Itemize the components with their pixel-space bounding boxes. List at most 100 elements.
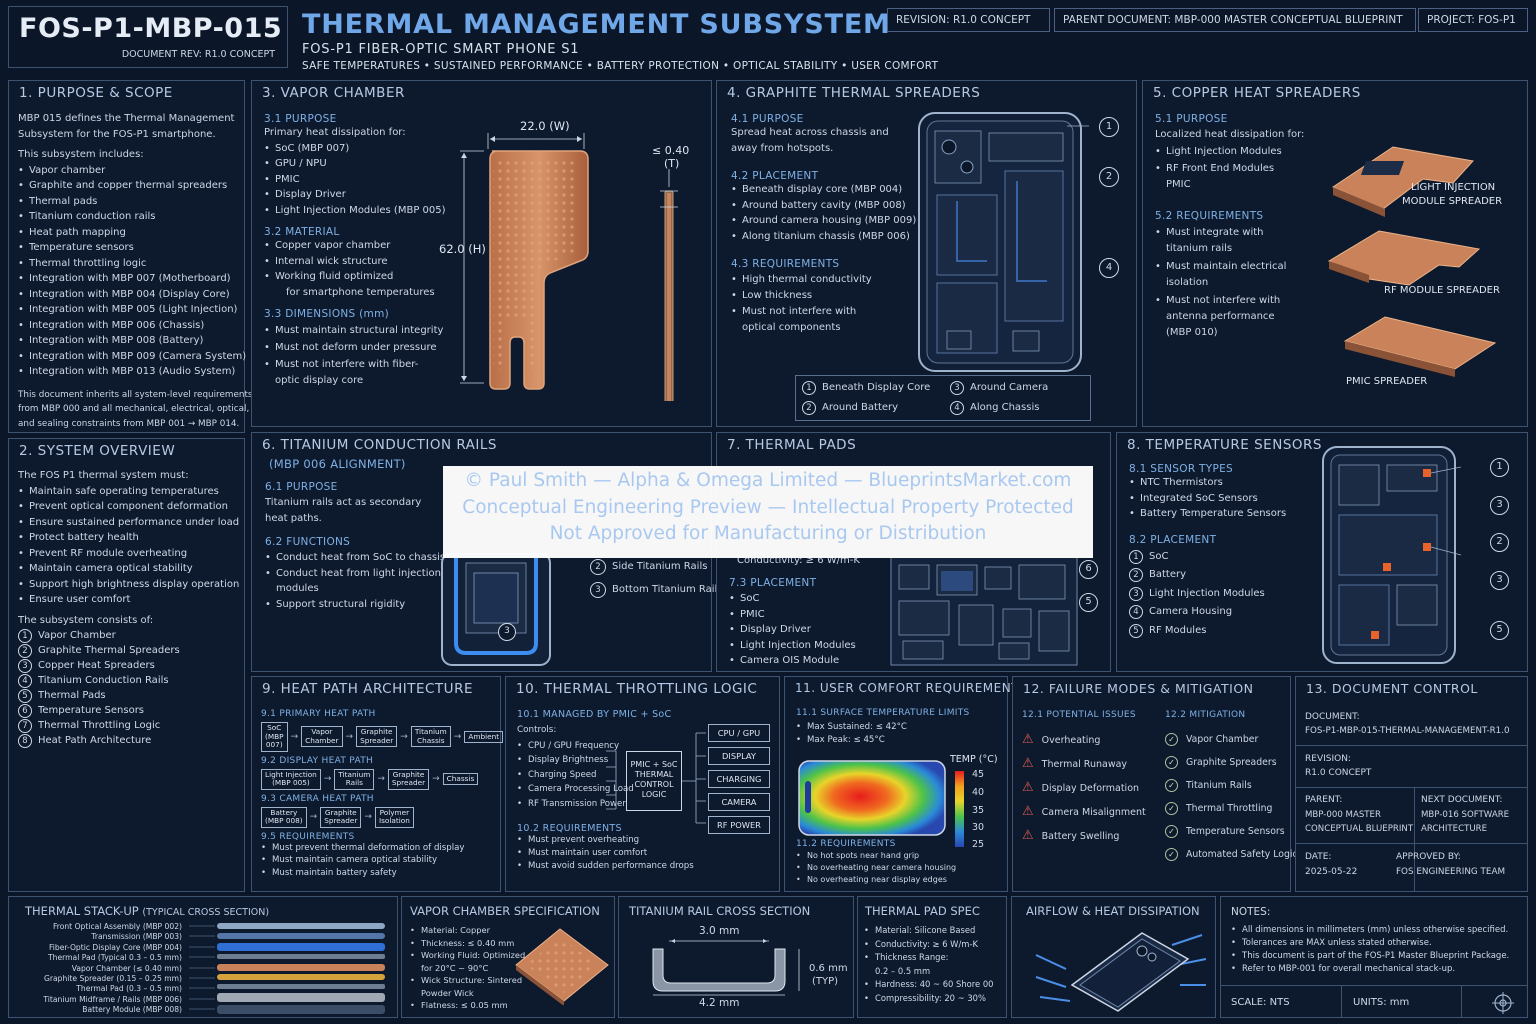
alignment-note: (MBP 006 ALIGNMENT) [269, 457, 406, 471]
watermark-line: Conceptual Engineering Preview — Intelle… [462, 496, 1074, 518]
list-item: RF Transmission Power [517, 797, 694, 812]
list-item: Maintain safe operating temperatures [18, 484, 239, 500]
includes-list: Vapor chamber Graphite and copper therma… [18, 163, 252, 380]
spec-cont: Powder Wick [421, 987, 474, 998]
panel-vapor-chamber: 3. VAPOR CHAMBER 3.1 PURPOSE Primary hea… [251, 80, 712, 427]
subsection-title: 10.1 MANAGED BY PMIC + SoC [517, 709, 672, 720]
flow-node: SoC (MBP 007) [261, 722, 288, 752]
rail-profile-drawing [652, 939, 800, 996]
overview-list: Maintain safe operating temperatures Pre… [18, 484, 239, 608]
temp-colorbar [955, 771, 964, 847]
list-item: Integration with MBP 013 (Audio System) [18, 364, 252, 380]
subsection-title: 6.1 PURPOSE [265, 481, 338, 493]
list-item: ✓Thermal Throttling [1165, 797, 1298, 820]
list-item: Must not deform under pressure [264, 339, 446, 356]
list-item: Must prevent overheating [517, 834, 694, 847]
list-item: PMIC [729, 607, 856, 623]
list-item: NTC Thermistors [1129, 475, 1286, 491]
subsection-title: 5.1 PURPOSE [1155, 113, 1228, 125]
revision-box: REVISION: R1.0 CONCEPT [887, 8, 1050, 32]
list-item: ✓Vapor Chamber [1165, 728, 1298, 751]
date-value: 2025-05-22 [1305, 867, 1358, 877]
list-item: Light Injection Modules (MBP 005) [264, 203, 446, 219]
panel-heat-path: 9. HEAT PATH ARCHITECTURE 9.1 PRIMARY HE… [251, 676, 504, 892]
list-item: ✓Temperature Sensors [1165, 820, 1298, 843]
list-item: Working fluid optimized [264, 269, 446, 285]
panel-failure-modes: 12. FAILURE MODES & MITIGATION 12.1 POTE… [1012, 676, 1298, 892]
purpose-intro: Primary heat dissipation for: [264, 127, 406, 138]
list-item: Protect battery health [18, 530, 239, 546]
flow-node: Titanium Chassis [410, 726, 451, 748]
panel-thermal-pad-spec: THERMAL PAD SPEC Material: Silicone Base… [857, 896, 1007, 1018]
list-item: Ensure sustained performance under load [18, 515, 239, 531]
purpose-text: heat paths. [265, 512, 322, 524]
list-item: Integration with MBP 009 (Camera System) [18, 349, 252, 365]
list-item: SoC [729, 591, 856, 607]
rail-dim-top: 3.0 mm [699, 925, 740, 937]
callout-3: 3 [1490, 496, 1509, 515]
panel-rail-cross-section: TITANIUM RAIL CROSS SECTION 3.0 mm 4.2 m… [618, 896, 854, 1018]
pad-spec-title: THERMAL PAD SPEC [865, 904, 980, 918]
dim-thickness: ≤ 0.40 [652, 144, 690, 157]
subsection-title: 12.2 MITIGATION [1165, 710, 1246, 720]
thermal-pads-board-drawing [890, 557, 1078, 666]
list-item: Material: Silicone Based [864, 924, 994, 938]
list-item: Must maintain electrical [1155, 259, 1304, 275]
purpose-intro: Localized heat dissipation for: [1155, 129, 1305, 140]
airflow-drawing [1035, 932, 1207, 1012]
subsection-title: 4.2 PLACEMENT [731, 170, 819, 182]
primary-heat-path: SoC (MBP 007)→ Vapor Chamber→ Graphite S… [261, 722, 504, 752]
pad-spec-list: Material: Silicone Based Conductivity: ≥… [864, 924, 994, 965]
list-item: ✓Titanium Rails [1165, 774, 1298, 797]
list-item: Thickness: ≤ 0.40 mm [410, 937, 525, 950]
list-item: Must not interfere with fiber- [264, 356, 446, 373]
sensor-types-list: NTC Thermistors Integrated SoC Sensors B… [1129, 475, 1286, 522]
purpose-text: Titanium rails act as secondary [265, 497, 422, 508]
list-item: SoC (MBP 007) [264, 141, 446, 157]
list-item: Beneath display core (MBP 004) [731, 182, 916, 198]
check-icon: ✓ [1165, 802, 1178, 815]
subsection-title: 3.1 PURPOSE [264, 113, 337, 125]
doc-rev: DOCUMENT REV: R1.0 CONCEPT [121, 49, 275, 60]
layer-label: Thermal Pad (0.3 – 0.5 mm) [76, 984, 182, 994]
list-item: Display Driver [729, 622, 856, 638]
inherit-line: and sealing constraints from MBP 001 → M… [18, 418, 240, 429]
camera-heat-path: Battery (MBP 008)→ Graphite Spreader→ Po… [261, 806, 503, 828]
watermark-line: Not Approved for Manufacturing or Distri… [549, 523, 987, 544]
crosshair-icon [1492, 992, 1514, 1014]
list-item: Wick Structure: Sintered [410, 974, 525, 987]
subsection-title: 9.1 PRIMARY HEAT PATH [261, 709, 376, 719]
list-item: No overheating near display edges [796, 874, 956, 886]
list-item: Ensure user comfort [18, 592, 239, 608]
flow-node: Chassis [442, 772, 479, 786]
list-item: Copper vapor chamber [264, 238, 446, 254]
layer-label: Fiber-Optic Display Core (MBP 004) [48, 942, 182, 952]
pad-range: 0.2 – 0.5 mm [875, 965, 931, 976]
list-item: Integrated SoC Sensors [1129, 491, 1286, 507]
inherit-line: from MBP 000 and all mechanical, electri… [18, 404, 250, 414]
list-item: Material: Copper [410, 924, 525, 937]
req-list: Must prevent thermal deformation of disp… [261, 842, 503, 880]
rail-title: TITANIUM RAIL CROSS SECTION [629, 904, 811, 918]
callout-5: 5 [1490, 621, 1509, 640]
callout-1: 1 [1490, 458, 1509, 477]
section-title: 12. FAILURE MODES & MITIGATION [1023, 681, 1254, 696]
throttle-connectors [606, 732, 706, 824]
date-label: DATE: [1305, 852, 1332, 862]
list-item: Prevent optical component deformation [18, 499, 239, 515]
section-title: 7. THERMAL PADS [727, 437, 857, 453]
pad-conductivity: Conductivity: ≥ 6 W/m-K [737, 555, 860, 566]
list-item: No overheating near camera housing [796, 862, 956, 874]
section-title: 2. SYSTEM OVERVIEW [19, 443, 176, 459]
list-item: Conduct heat from SoC to chassis [265, 550, 445, 566]
placement-list: SoC PMIC Display Driver Light Injection … [729, 591, 856, 669]
